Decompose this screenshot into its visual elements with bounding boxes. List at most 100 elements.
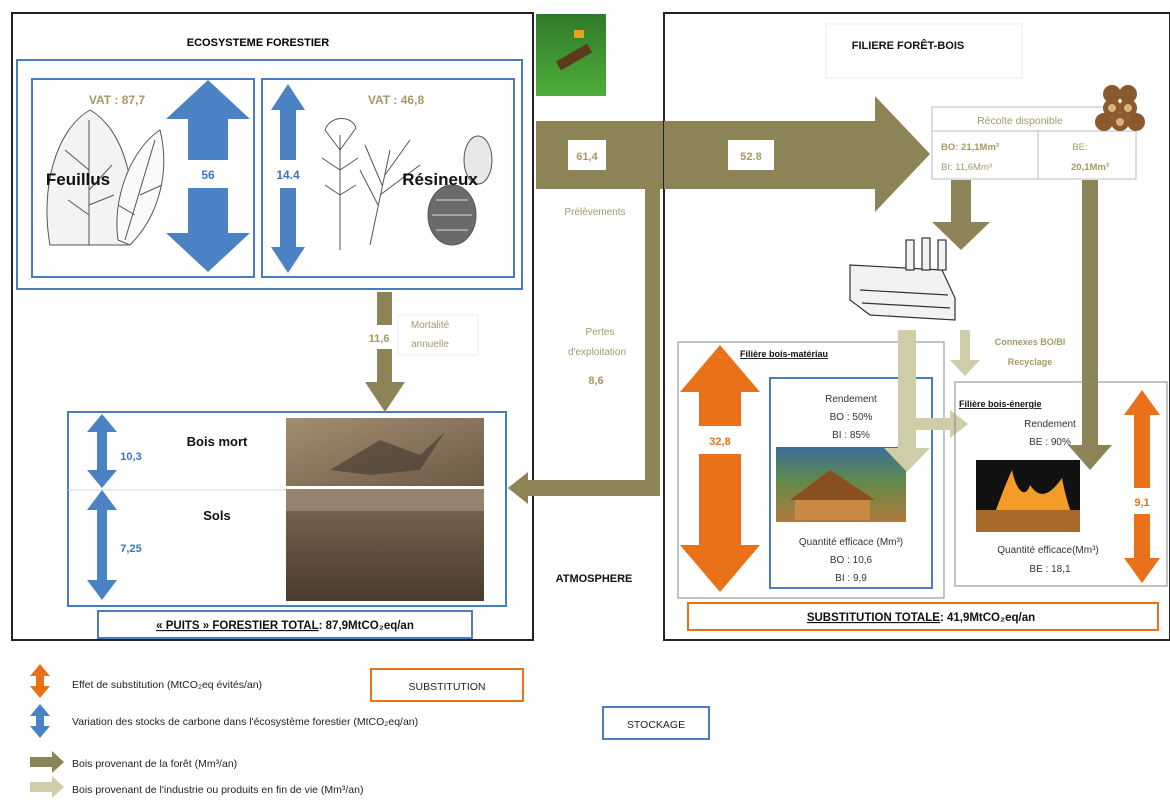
- resineux-illustration: [321, 118, 493, 250]
- harvester-log: [555, 43, 593, 71]
- puits-total-value: : 87,9MtCO₂eq/an: [319, 620, 414, 632]
- wood-house-wall: [795, 500, 870, 520]
- legend-orange-arrow: [30, 664, 50, 698]
- harvest-arrow-overlap: [664, 121, 676, 189]
- energie-title: Filière bois-énergie: [959, 399, 1042, 409]
- feuillus-box: [31, 78, 255, 278]
- bois-mort-label: Bois mort: [187, 434, 248, 449]
- mortality-label-box: [397, 314, 479, 356]
- feuillus-illustration: [46, 109, 165, 246]
- materiau-bi-rendement: BI : 85%: [832, 430, 870, 441]
- materiau-value-box: [699, 426, 741, 454]
- feuillus-label: Feuillus: [46, 170, 110, 189]
- connexes-arrow: [950, 330, 980, 376]
- materiau-rendement: Rendement: [825, 394, 877, 405]
- recyclage-arrow: [912, 410, 968, 438]
- pertes-label-box: [565, 316, 645, 362]
- substitution-total-box: [687, 602, 1159, 631]
- pertes-value: 8,6: [588, 375, 603, 387]
- legend-substitution-box: [370, 668, 524, 702]
- puits-total-box: [97, 610, 473, 639]
- energie-substitution-arrow: [1124, 390, 1160, 583]
- legend-stockage-box-text: STOCKAGE: [627, 719, 685, 731]
- energie-container: [954, 381, 1168, 587]
- legend-light-olive-arrow: [30, 776, 64, 798]
- resineux-box: [261, 78, 515, 278]
- energie-rendement: Rendement: [1024, 419, 1076, 430]
- mortality-label-2: annuelle: [411, 339, 449, 350]
- materiau-bo-rendement: BO : 50%: [830, 412, 873, 423]
- recolte-value-box: [728, 140, 774, 170]
- be-arrow: [1068, 180, 1112, 470]
- fire-pellets: [976, 510, 1080, 532]
- legend-industrie-text: Bois provenant de l'industrie ou produit…: [72, 784, 364, 796]
- materiau-substitution-arrow: [680, 345, 760, 592]
- legend-stockage-text: Variation des stocks de carbone dans l'é…: [72, 716, 418, 728]
- recolte-bo: BO: 21,1Mm³: [941, 142, 999, 153]
- legend-blue-arrow: [30, 704, 50, 738]
- bois-mort-stock-arrow: [87, 414, 117, 488]
- materiau-bo-quantite: BO : 10,6: [830, 555, 873, 566]
- ecosystem-title: ECOSYSTEME FORESTIER: [187, 37, 329, 49]
- sols-value-box: [108, 536, 154, 558]
- resineux-vat: VAT : 46,8: [368, 93, 425, 107]
- materiau-title: Filière bois-matériau: [740, 349, 828, 359]
- harvester-machine: [574, 30, 584, 38]
- feuillus-value: 56: [201, 168, 215, 182]
- connexes-label-1: Connexes BO/BI: [995, 337, 1066, 347]
- connexes-label-2: Recyclage: [1008, 357, 1053, 367]
- recolte-be-value: 20,1Mm³: [1071, 162, 1109, 173]
- mortality-arrow: [365, 292, 405, 412]
- energie-value-box: [1125, 488, 1159, 514]
- filiere-title: FILIERE FORÊT-BOIS: [852, 39, 964, 52]
- factory-icon: [849, 237, 956, 321]
- puits-total-text: « PUITS » FORESTIER TOTAL: 87,9MtCO₂eq/a…: [156, 620, 414, 632]
- bois-mort-value: 10,3: [120, 451, 141, 463]
- resineux-value-box: [268, 160, 308, 188]
- recolte-be-label: BE:: [1072, 142, 1087, 153]
- energie-be-rendement: BE : 90%: [1029, 437, 1071, 448]
- resineux-label: Résineux: [402, 170, 478, 189]
- soil-container: [67, 411, 507, 607]
- legend-foret-text: Bois provenant de la forêt (Mm³/an): [72, 758, 237, 770]
- feuillus-vat: VAT : 87,7: [89, 93, 146, 107]
- to-factory-arrow: [932, 180, 990, 250]
- materiau-quantite: Quantité efficace (Mm³): [799, 537, 903, 548]
- mortality-label-1: Mortalité: [411, 320, 450, 331]
- sols-value: 7,25: [120, 543, 141, 555]
- materiau-container: [677, 341, 945, 599]
- legend-substitution-text: Effet de substitution (MtCO₂eq évités/an…: [72, 679, 262, 691]
- trees-container: [16, 59, 523, 290]
- filiere-frame: [663, 12, 1170, 641]
- substitution-total-label: SUBSTITUTION TOTALE: [807, 612, 940, 624]
- prelevements-value: 61,4: [576, 151, 598, 163]
- atmosphere-label: ATMOSPHERE: [556, 573, 633, 585]
- filiere-title-box: [825, 23, 1023, 79]
- materiau-bi-quantite: BI : 9,9: [835, 573, 867, 584]
- energie-value: 9,1: [1134, 497, 1149, 509]
- prelevements-value-box: [568, 140, 606, 170]
- energie-quantite: Quantité efficace(Mm³): [997, 545, 1099, 556]
- materiau-value: 32,8: [709, 436, 730, 448]
- puits-total-label: « PUITS » FORESTIER TOTAL: [156, 620, 319, 632]
- legend-olive-arrow: [30, 751, 64, 773]
- energie-be-quantite: BE : 18,1: [1029, 564, 1071, 575]
- sols-photo-sky: [286, 489, 484, 511]
- factory-to-materiau-arrow: [884, 330, 930, 472]
- pertes-label-1: Pertes: [586, 327, 615, 338]
- sols-stock-arrow: [87, 490, 117, 600]
- substitution-total-value: : 41,9MtCO₂eq/an: [940, 612, 1035, 624]
- feuillus-value-box: [188, 160, 228, 188]
- substitution-total-text: SUBSTITUTION TOTALE: 41,9MtCO₂eq/an: [807, 612, 1035, 624]
- sols-label: Sols: [203, 508, 230, 523]
- legend-stockage-box: [602, 706, 710, 740]
- recolte-value: 52.8: [740, 151, 761, 163]
- wood-house-roof: [790, 470, 875, 500]
- bois-mort-branch: [330, 432, 445, 475]
- legend-substitution-box-text: SUBSTITUTION: [408, 681, 485, 693]
- bois-mort-value-box: [108, 444, 154, 466]
- pertes-label-2: d'exploitation: [568, 347, 626, 358]
- recolte-title: Récolte disponible: [977, 115, 1063, 127]
- mortality-value: 11,6: [369, 333, 390, 345]
